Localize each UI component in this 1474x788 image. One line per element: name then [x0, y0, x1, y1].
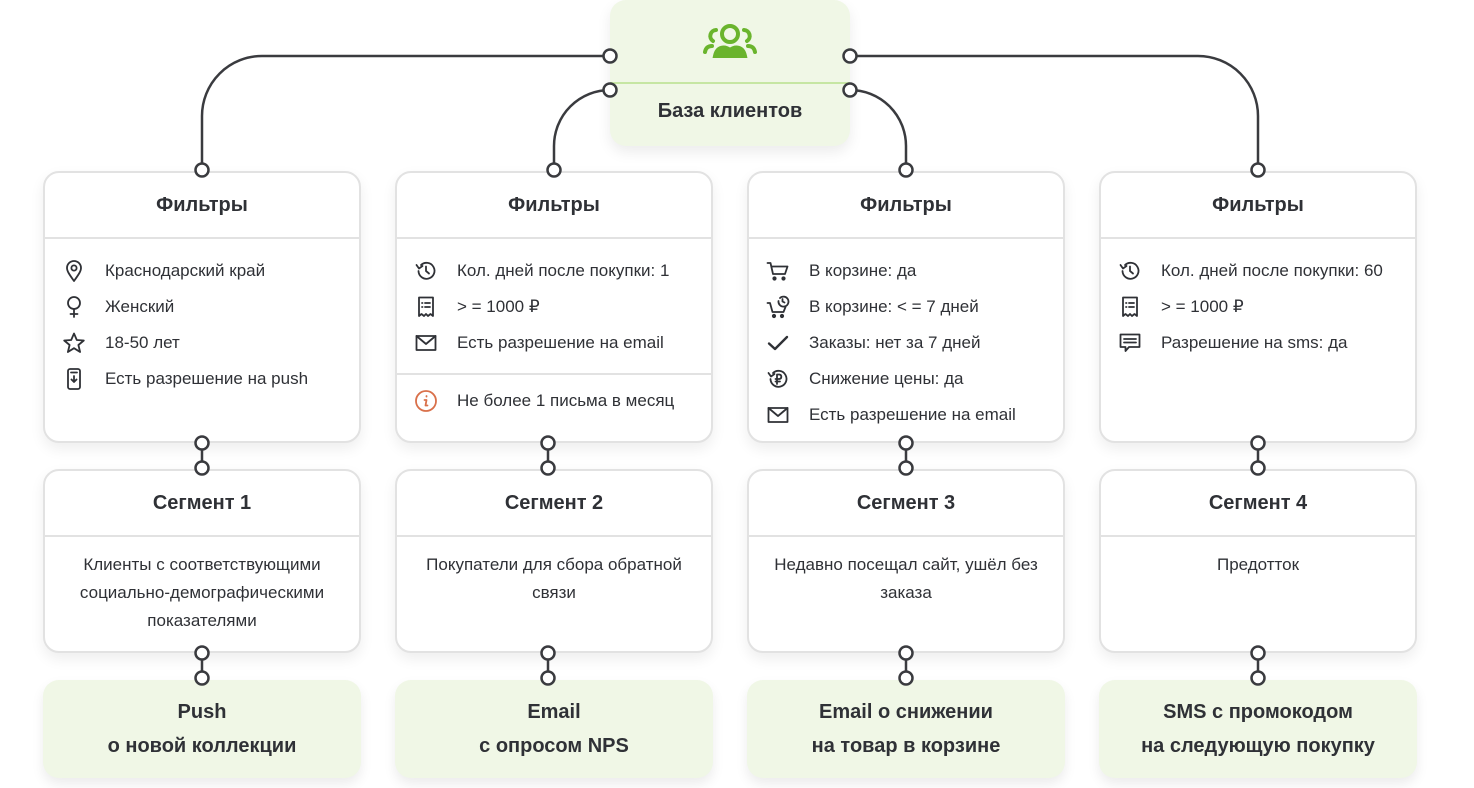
- envelope-icon: [765, 402, 791, 428]
- receipt-icon: [413, 294, 439, 320]
- envelope-icon: [413, 330, 439, 356]
- segment-card-1[interactable]: Сегмент 1 Клиенты с соответствующими соц…: [43, 469, 361, 653]
- segment-description: Клиенты с соответствующими социально-дем…: [79, 555, 325, 630]
- segment-card-4[interactable]: Сегмент 4 Предотток: [1099, 469, 1417, 653]
- action-line-2: о новой коллекции: [107, 735, 297, 757]
- segment-title: Сегмент 3: [749, 471, 1063, 537]
- filter-text: Кол. дней после покупки: 1: [457, 261, 670, 280]
- action-line-1: SMS с промокодом: [1163, 701, 1353, 723]
- filter-text: В корзине: < = 7 дней: [809, 297, 979, 316]
- filter-item: Женский: [61, 289, 359, 325]
- filter-text: > = 1000 ₽: [1161, 297, 1244, 316]
- action-line-2: на следующую покупку: [1141, 735, 1375, 757]
- connector-root-to-filters-3: [849, 88, 908, 170]
- connector-root-to-filters-4: [850, 54, 1260, 170]
- segment-description: Предотток: [1216, 555, 1300, 574]
- filter-item: > = 1000 ₽: [413, 289, 711, 325]
- action-line-2: на товар в корзине: [811, 735, 1001, 757]
- filter-item: В корзине: < = 7 дней: [765, 289, 1063, 325]
- location-pin-icon: [61, 258, 87, 284]
- filters-card-1[interactable]: Фильтры Краснодарский край Женский 18-50…: [43, 171, 361, 443]
- filter-text: Есть разрешение на push: [105, 369, 309, 388]
- filters-card-3[interactable]: Фильтры В корзине: да В корзине: < = 7 д…: [747, 171, 1065, 443]
- segment-card-2[interactable]: Сегмент 2 Покупатели для сбора обратной …: [395, 469, 713, 653]
- action-card-2[interactable]: Email с опросом NPS: [395, 680, 713, 778]
- info-icon: [413, 388, 439, 414]
- filter-text: Есть разрешение на email: [809, 405, 1016, 424]
- filter-item: Краснодарский край: [61, 253, 359, 289]
- filter-text: 18-50 лет: [105, 333, 180, 352]
- receipt-icon: [1117, 294, 1143, 320]
- phone-push-icon: [61, 366, 87, 392]
- filter-text: Есть разрешение на email: [457, 333, 664, 352]
- filters-card-2[interactable]: Фильтры Кол. дней после покупки: 1 > = 1…: [395, 171, 713, 443]
- filter-text: Женский: [105, 297, 175, 316]
- segment-title: Сегмент 4: [1101, 471, 1415, 537]
- filters-divider: [397, 373, 711, 375]
- history-icon: [1117, 258, 1143, 284]
- filter-item: Есть разрешение на push: [61, 361, 359, 397]
- chat-message-icon: [1117, 330, 1143, 356]
- filters-card-4[interactable]: Фильтры Кол. дней после покупки: 60 > = …: [1099, 171, 1417, 443]
- check-icon: [765, 330, 791, 356]
- female-icon: [61, 294, 87, 320]
- connector-root-to-filters-1: [200, 54, 610, 170]
- filter-item: Есть разрешение на email: [413, 325, 711, 361]
- filters-title: Фильтры: [749, 173, 1063, 239]
- segment-description: Покупатели для сбора обратной связи: [426, 555, 682, 602]
- filter-item: Снижение цены: да: [765, 361, 1063, 397]
- filter-text: Кол. дней после покупки: 60: [1161, 261, 1383, 280]
- history-icon: [413, 258, 439, 284]
- segment-card-3[interactable]: Сегмент 3 Недавно посещал сайт, ушёл без…: [747, 469, 1065, 653]
- action-line-1: Email о снижении: [819, 701, 993, 723]
- filter-text: Краснодарский край: [105, 261, 266, 280]
- filter-item: Заказы: нет за 7 дней: [765, 325, 1063, 361]
- connector-root-to-filters-2: [552, 88, 611, 170]
- filter-item: Кол. дней после покупки: 1: [413, 253, 711, 289]
- action-line-2: с опросом NPS: [479, 735, 629, 757]
- segment-title: Сегмент 1: [45, 471, 359, 537]
- root-divider: [610, 82, 850, 84]
- action-card-1[interactable]: Push о новой коллекции: [43, 680, 361, 778]
- filter-item: Есть разрешение на email: [765, 397, 1063, 433]
- customer-base-title: База клиентов: [657, 100, 803, 122]
- filter-text: > = 1000 ₽: [457, 297, 540, 316]
- filter-text: Разрешение на sms: да: [1161, 333, 1348, 352]
- action-card-4[interactable]: SMS с промокодом на следующую покупку: [1099, 680, 1417, 778]
- filters-title: Фильтры: [1101, 173, 1415, 239]
- filter-item: 18-50 лет: [61, 325, 359, 361]
- action-line-1: Push: [177, 701, 227, 723]
- filter-note-text: Не более 1 письма в месяц: [457, 391, 675, 410]
- filters-title: Фильтры: [397, 173, 711, 239]
- filter-item: Кол. дней после покупки: 60: [1117, 253, 1415, 289]
- filter-item: Разрешение на sms: да: [1117, 325, 1415, 361]
- segment-title: Сегмент 2: [397, 471, 711, 537]
- users-group-icon: [703, 24, 757, 58]
- cart-icon: [765, 258, 791, 284]
- star-icon: [61, 330, 87, 356]
- filter-note: Не более 1 письма в месяц: [413, 375, 711, 419]
- filter-text: Снижение цены: да: [809, 369, 964, 388]
- action-line-1: Email: [527, 701, 581, 723]
- action-card-3[interactable]: Email о снижении на товар в корзине: [747, 680, 1065, 778]
- customer-base-node[interactable]: База клиентов: [610, 0, 850, 146]
- segment-description: Недавно посещал сайт, ушёл без заказа: [774, 555, 1038, 602]
- cart-clock-icon: [765, 294, 791, 320]
- filter-item: > = 1000 ₽: [1117, 289, 1415, 325]
- filter-text: Заказы: нет за 7 дней: [809, 333, 981, 352]
- filters-title: Фильтры: [45, 173, 359, 239]
- filter-text: В корзине: да: [809, 261, 917, 280]
- ruble-history-icon: [765, 366, 791, 392]
- filter-item: В корзине: да: [765, 253, 1063, 289]
